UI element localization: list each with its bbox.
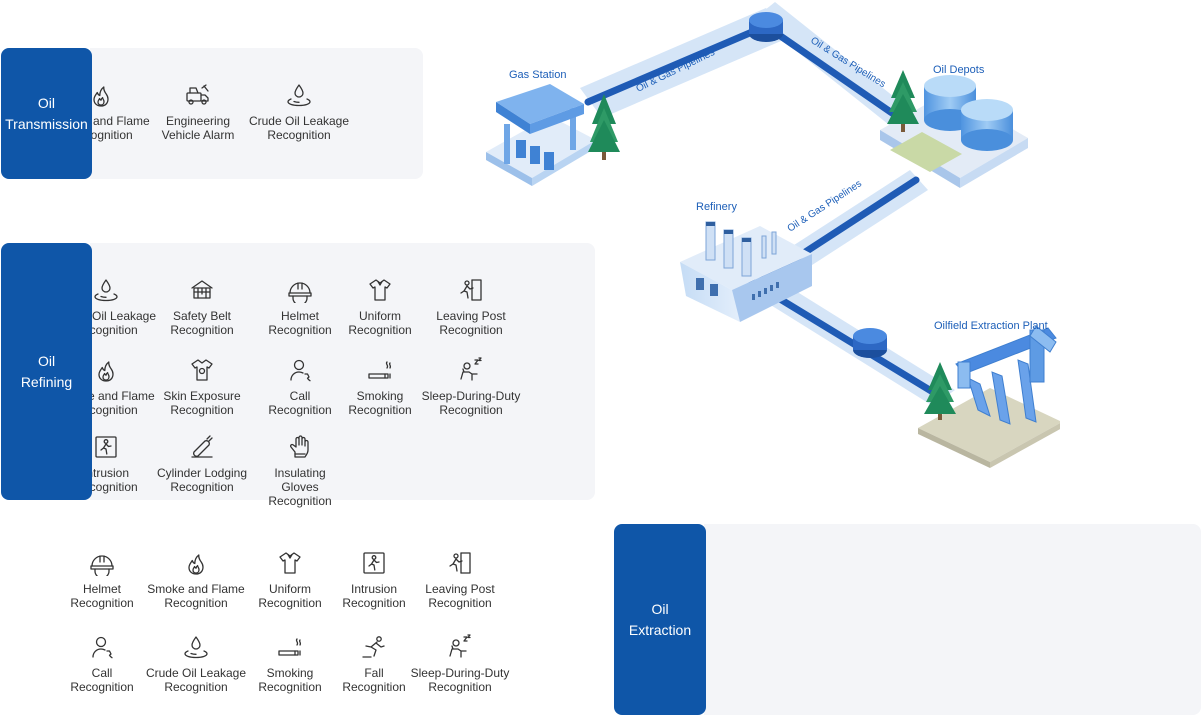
recognition-item[interactable]: Cylinder Lodging Recognition: [150, 434, 254, 494]
refinery-label: Refinery: [696, 201, 737, 213]
recognition-item-label: Uniform Recognition: [348, 309, 412, 337]
panel-title: Oil Transmission: [5, 94, 88, 132]
recognition-item[interactable]: Crude Oil Leakage Recognition: [144, 634, 248, 694]
recognition-item-label: Engineering Vehicle Alarm: [161, 114, 235, 142]
panel-oil-refining: Oil Refining Crude Oil Leakage Recogniti…: [1, 243, 595, 508]
tree-illustration: [887, 70, 919, 132]
recognition-item[interactable]: Safety Belt Recognition: [150, 277, 254, 337]
recognition-item[interactable]: Smoking Recognition: [238, 634, 342, 694]
recognition-item[interactable]: Engineering Vehicle Alarm: [146, 82, 250, 142]
recognition-item-label: Call Recognition: [268, 389, 332, 417]
uniform-icon: [277, 550, 303, 576]
recognition-item-label: Crude Oil Leakage Recognition: [248, 114, 350, 142]
oilfield-label: Oilfield Extraction Plant: [934, 320, 1048, 332]
smoking-icon: [277, 634, 303, 660]
pipe-valve: [853, 328, 887, 358]
uniform-icon: [367, 277, 393, 303]
intrusion-icon: [93, 434, 119, 460]
recognition-item-label: Fall Recognition: [342, 666, 406, 694]
recognition-item-label: Smoking Recognition: [258, 666, 322, 694]
recognition-item-label: Leaving Post Recognition: [436, 309, 506, 337]
refinery-illustration: [680, 221, 812, 322]
recognition-item[interactable]: Intrusion Recognition: [322, 550, 426, 610]
safety-belt-icon: [189, 277, 215, 303]
recognition-item[interactable]: Uniform Recognition: [238, 550, 342, 610]
oil-depots-label: Oil Depots: [933, 64, 985, 76]
helmet-icon: [287, 277, 313, 303]
recognition-item[interactable]: Sleep-During-Duty Recognition: [419, 357, 523, 417]
pipeline-bands: [580, 2, 955, 406]
oil-leak-icon: [286, 82, 312, 108]
oil-leak-icon: [93, 277, 119, 303]
fall-icon: [361, 634, 387, 660]
recognition-item-label: Smoking Recognition: [348, 389, 412, 417]
oil-leak-icon: [183, 634, 209, 660]
tree-illustration: [924, 362, 956, 420]
panel-title: Oil Refining: [20, 352, 73, 390]
intrusion-icon: [361, 550, 387, 576]
call-icon: [89, 634, 115, 660]
recognition-item-label: Skin Exposure Recognition: [163, 389, 241, 417]
helmet-icon: [89, 550, 115, 576]
recognition-item-label: Insulating Gloves Recognition: [268, 466, 332, 508]
flame-icon: [93, 357, 119, 383]
pipe-valve: [749, 12, 783, 42]
recognition-item[interactable]: Skin Exposure Recognition: [150, 357, 254, 417]
recognition-item[interactable]: Uniform Recognition: [328, 277, 432, 337]
recognition-item[interactable]: Insulating Gloves Recognition: [248, 434, 352, 508]
recognition-item[interactable]: Leaving Post Recognition: [419, 277, 523, 337]
recognition-item[interactable]: Leaving Post Recognition: [408, 550, 512, 610]
panel-tab-oil-transmission[interactable]: Oil Transmission: [1, 48, 92, 179]
gas-station-illustration: [486, 84, 596, 186]
panel-card-oil-extraction: Helmet Recognition Smoke and Flame Recogn…: [70, 524, 1201, 715]
sleep-icon: [447, 634, 473, 660]
recognition-item[interactable]: Call Recognition: [50, 634, 154, 694]
recognition-item-label: Sleep-During-Duty Recognition: [421, 389, 521, 417]
skin-exposure-icon: [189, 357, 215, 383]
oil-depots-illustration: [880, 75, 1028, 188]
recognition-item-label: Crude Oil Leakage Recognition: [145, 666, 247, 694]
panel-tab-oil-extraction[interactable]: Oil Extraction: [614, 524, 706, 715]
panel-title: Oil Extraction: [628, 600, 692, 638]
flame-icon: [183, 550, 209, 576]
pipeline-tubes: [584, 22, 950, 404]
gas-station-label: Gas Station: [509, 69, 566, 81]
recognition-item-label: Safety Belt Recognition: [170, 309, 234, 337]
leaving-post-icon: [447, 550, 473, 576]
recognition-item[interactable]: Call Recognition: [248, 357, 352, 417]
recognition-item[interactable]: Crude Oil Leakage Recognition: [247, 82, 351, 142]
recognition-item[interactable]: Smoke and Flame Recognition: [144, 550, 248, 610]
tree-illustration: [588, 94, 620, 160]
panel-oil-extraction: Oil Extraction Helmet Recognition Smoke a…: [70, 524, 1201, 715]
call-icon: [287, 357, 313, 383]
recognition-item-label: Sleep-During-Duty Recognition: [410, 666, 510, 694]
recognition-item-label: Call Recognition: [70, 666, 134, 694]
pipeline-scene: Oil & Gas Pipelines Oil & Gas Pipelines …: [486, 2, 1060, 468]
recognition-item-label: Helmet Recognition: [70, 582, 134, 610]
cylinder-icon: [189, 434, 215, 460]
oilfield-illustration: [918, 325, 1060, 468]
recognition-item-label: Uniform Recognition: [258, 582, 322, 610]
recognition-item[interactable]: Smoking Recognition: [328, 357, 432, 417]
recognition-item-label: Leaving Post Recognition: [425, 582, 495, 610]
recognition-item-label: Intrusion Recognition: [342, 582, 406, 610]
recognition-item-label: Smoke and Flame Recognition: [147, 582, 245, 610]
recognition-item[interactable]: Helmet Recognition: [50, 550, 154, 610]
gloves-icon: [287, 434, 313, 460]
vehicle-icon: [185, 82, 211, 108]
panel-tab-oil-refining[interactable]: Oil Refining: [1, 243, 92, 500]
recognition-item-label: Helmet Recognition: [268, 309, 332, 337]
recognition-item[interactable]: Sleep-During-Duty Recognition: [408, 634, 512, 694]
smoking-icon: [367, 357, 393, 383]
recognition-item-label: Cylinder Lodging Recognition: [156, 466, 248, 494]
recognition-item[interactable]: Fall Recognition: [322, 634, 426, 694]
panel-oil-transmission: Oil Transmission Smoke and Flame Recogni…: [1, 48, 423, 179]
recognition-item[interactable]: Helmet Recognition: [248, 277, 352, 337]
